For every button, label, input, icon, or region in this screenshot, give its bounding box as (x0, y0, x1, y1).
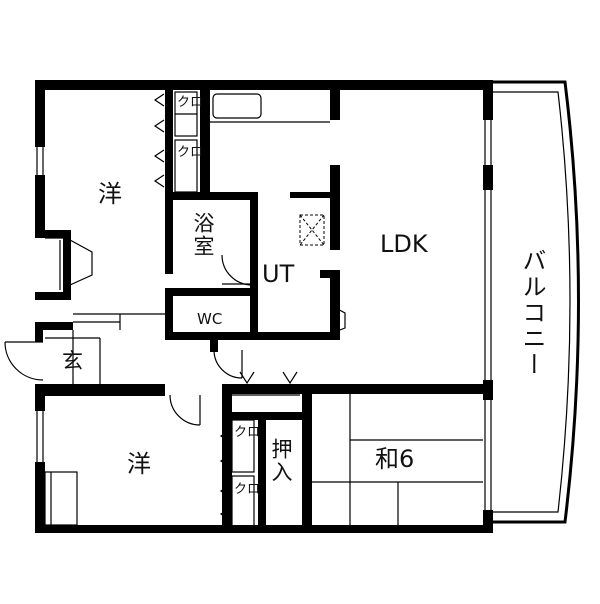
detail-lines (44, 91, 483, 527)
room-label-entrance: 玄 (62, 349, 83, 373)
room-label-japanese: 和6 (375, 445, 415, 473)
room-label-utility: UT (262, 260, 295, 288)
room-label-balcony: バルコニー (518, 248, 546, 378)
room-label-bath: 浴室 (191, 212, 215, 258)
room-label-western-2: 洋 (127, 450, 151, 478)
closet-label: クロ (177, 145, 204, 160)
interior-walls (35, 80, 490, 530)
closet-label: クロ (234, 482, 261, 497)
windows (36, 120, 492, 510)
closet-door-arrows (153, 93, 231, 521)
doors (4, 239, 346, 426)
room-label-oshiire: 押入 (269, 438, 293, 484)
room-label-toilet: WC (197, 310, 223, 328)
room-label-western-1: 洋 (98, 180, 122, 208)
vent-fan-icon (299, 214, 325, 246)
room-label-ldk: LDK (380, 230, 428, 258)
closet-label: クロ (234, 425, 261, 440)
balcony (490, 80, 580, 524)
closet-label: クロ (177, 95, 204, 110)
